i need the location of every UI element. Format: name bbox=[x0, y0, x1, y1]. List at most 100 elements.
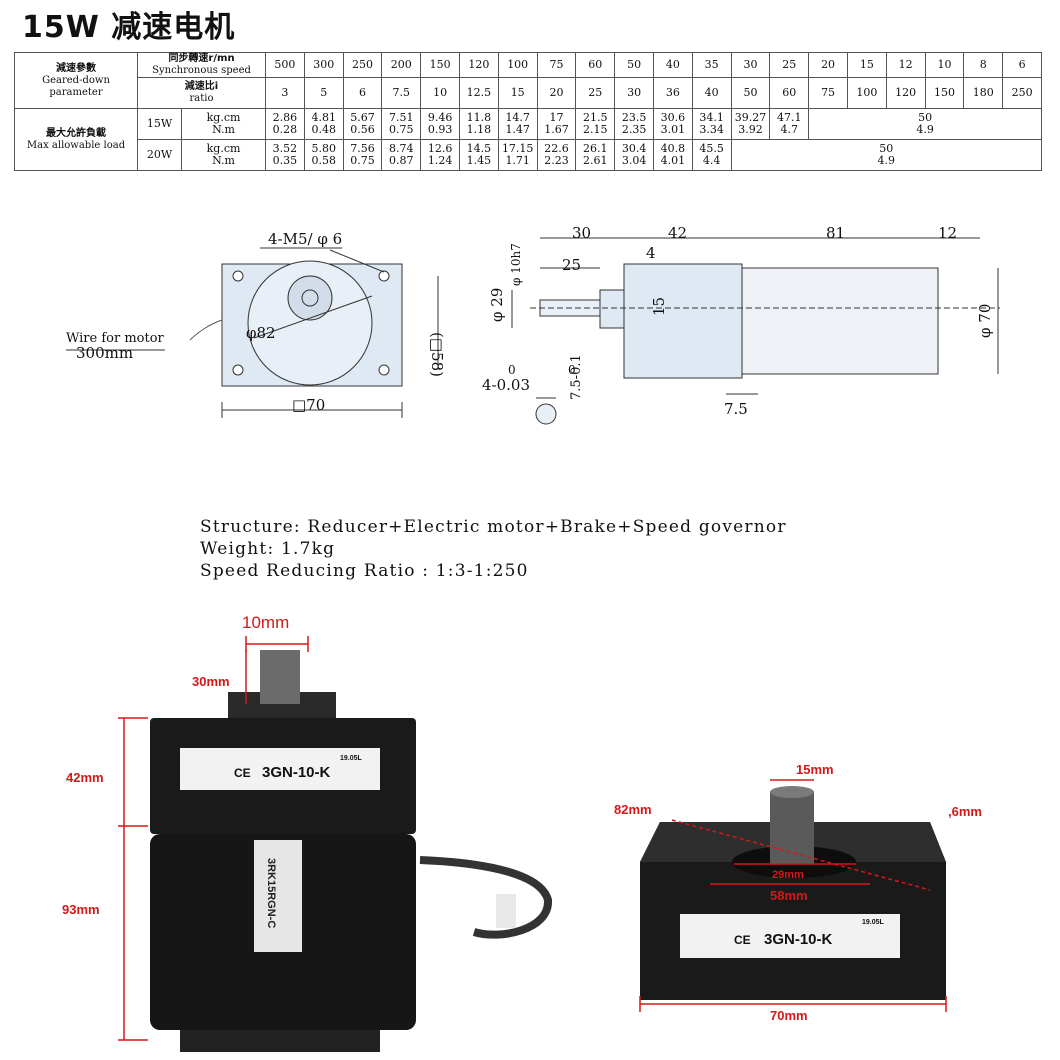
speed-cell: 100 bbox=[497, 52, 538, 78]
phi29-label: φ 29 bbox=[488, 288, 506, 322]
dim-81-label: 81 bbox=[826, 224, 845, 242]
motor-height-label: 93mm bbox=[62, 902, 100, 917]
top-diag-label: 82mm bbox=[614, 802, 652, 817]
top-shaft-label: 15mm bbox=[796, 762, 834, 777]
phi82-leader bbox=[253, 295, 373, 339]
dim-7.5-label: 7.5 bbox=[724, 400, 748, 418]
top-nameplate bbox=[680, 914, 900, 958]
ratio-cell: 180 bbox=[963, 77, 1004, 109]
shaft-boss bbox=[287, 275, 333, 321]
ratio-cell: 100 bbox=[846, 77, 887, 109]
shaft-d-label: 10mm bbox=[242, 613, 289, 632]
mount-hole bbox=[232, 364, 244, 376]
ratio-cell: 40 bbox=[691, 77, 732, 109]
power-20w: 20W bbox=[137, 139, 182, 171]
top-boss-label: 29mm bbox=[772, 869, 804, 881]
speed-cell: 25 bbox=[769, 52, 810, 78]
gearbox-side bbox=[623, 263, 743, 379]
ratio-cell: 150 bbox=[924, 77, 965, 109]
speed-cell: 75 bbox=[536, 52, 577, 78]
sq70-label: □70 bbox=[292, 396, 325, 414]
speed-cell: 250 bbox=[342, 52, 383, 78]
ratio-cell: 50 bbox=[730, 77, 771, 109]
ratio-cell: 60 bbox=[769, 77, 810, 109]
ratio-cell: 15 bbox=[497, 77, 538, 109]
speed-cell: 15 bbox=[846, 52, 887, 78]
model-label: 3GN-10-K bbox=[262, 764, 331, 781]
key-width-tol: 0 bbox=[508, 363, 516, 377]
ratio-cell: 6 bbox=[342, 77, 383, 109]
top-model-label: 3GN-10-K bbox=[764, 931, 833, 948]
shaft-circle bbox=[301, 289, 319, 307]
structure-text: Structure: Reducer+Electric motor+Brake+… bbox=[200, 517, 787, 537]
ratio-cell: 12.5 bbox=[459, 77, 499, 109]
weight-text: Weight: 1.7kg bbox=[200, 539, 336, 559]
dim-25-label: 25 bbox=[562, 256, 581, 274]
dim-30-label: 30 bbox=[572, 224, 591, 242]
diag-dim bbox=[671, 819, 931, 891]
speed-cell: 150 bbox=[420, 52, 460, 78]
speed-cell: 50 bbox=[614, 52, 654, 78]
speed-cell: 200 bbox=[381, 52, 422, 78]
wire-path bbox=[189, 319, 223, 341]
ratio-text: Speed Reducing Ratio : 1:3-1:250 bbox=[200, 561, 529, 581]
key-detail bbox=[535, 403, 557, 425]
motor-model-label: 3RK15RGN-C bbox=[265, 858, 277, 928]
ratio-cell: 5 bbox=[303, 77, 344, 109]
speed-cell: 300 bbox=[303, 52, 344, 78]
top-width-label: 70mm bbox=[770, 1008, 808, 1023]
phi82-circle bbox=[247, 260, 373, 386]
speed-cell: 20 bbox=[808, 52, 848, 78]
speed-cell: 8 bbox=[963, 52, 1004, 78]
product-photos: 3GN-10-K CE 19.05L 3RK15RGN-C 10mm 30mm … bbox=[62, 613, 982, 1052]
ce-mark: CE bbox=[234, 766, 251, 780]
ratio-cell: 7.5 bbox=[381, 77, 422, 109]
key-width-label: 4-0.03 bbox=[482, 376, 530, 394]
dim-15-label: 15 bbox=[650, 297, 668, 316]
boss-side bbox=[599, 289, 625, 329]
speed-cell: 35 bbox=[691, 52, 732, 78]
key-height-label: 7.5-0.1 bbox=[569, 354, 584, 400]
spec-info: Structure: Reducer+Electric motor+Brake+… bbox=[200, 516, 787, 582]
mount-hole bbox=[378, 364, 390, 376]
ratio-cell: 75 bbox=[808, 77, 848, 109]
wire-length: 300mm bbox=[76, 344, 133, 362]
phi70-label: φ 70 bbox=[976, 304, 994, 338]
top-shaft-photo bbox=[770, 792, 814, 864]
phi82-label: φ82 bbox=[246, 324, 276, 342]
speed-cell: 12 bbox=[885, 52, 926, 78]
top-ce-mark: CE bbox=[734, 933, 751, 947]
mount-hole bbox=[378, 270, 390, 282]
ratio-cell: 36 bbox=[652, 77, 693, 109]
dim-4-label: 4 bbox=[646, 244, 656, 262]
ratio-cell: 25 bbox=[575, 77, 616, 109]
mount-hole bbox=[232, 270, 244, 282]
gear-height-label: 42mm bbox=[66, 770, 104, 785]
ratio-cell: 250 bbox=[1002, 77, 1042, 109]
